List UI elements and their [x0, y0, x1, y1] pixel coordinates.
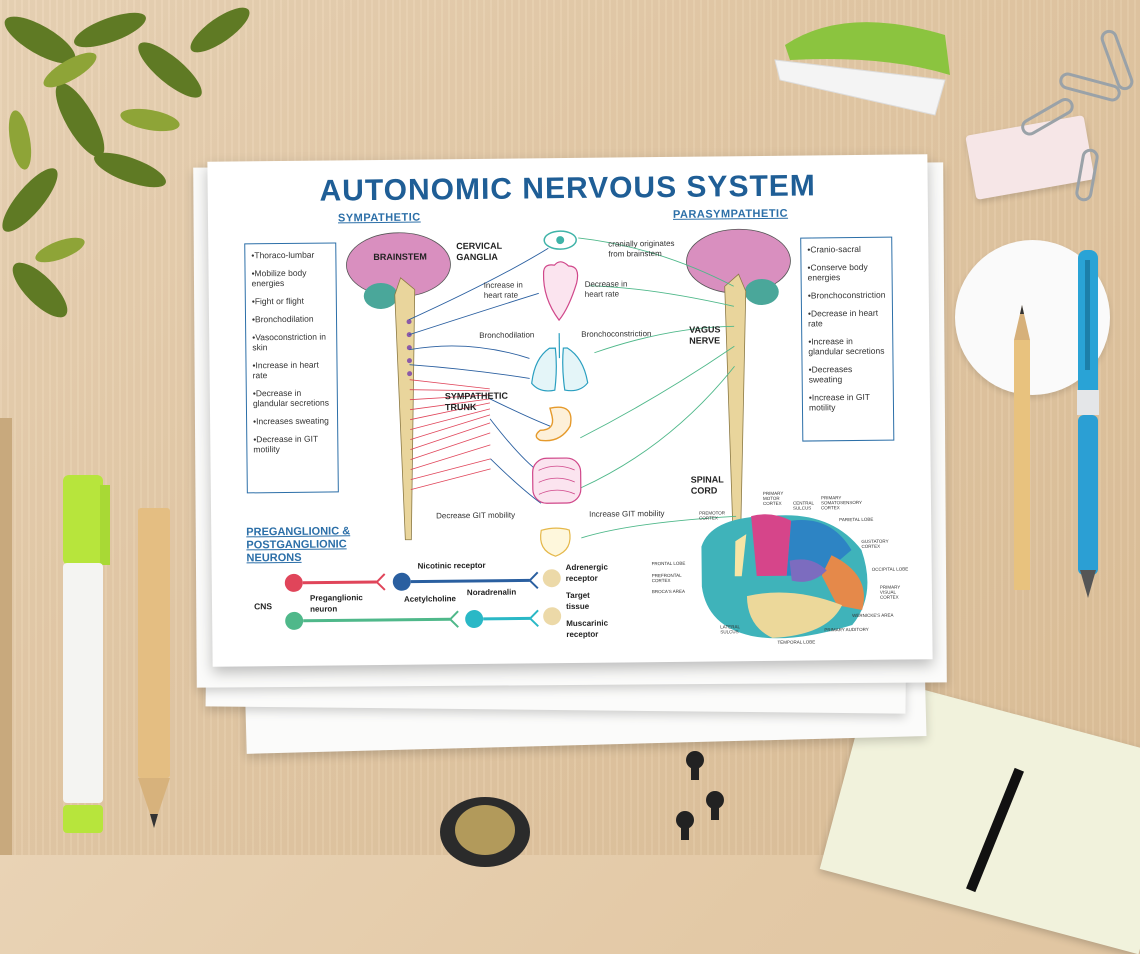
cns-red-neuron [285, 574, 303, 592]
nicotinic-neuron-1 [393, 573, 411, 591]
lungs-icon [531, 333, 588, 391]
label-adrenergic: Adrenergic receptor [566, 561, 621, 584]
label-primary-motor: PRIMARY MOTOR CORTEX [763, 491, 788, 506]
label-frontal: FRONTAL LOBE [652, 561, 692, 566]
nicotinic-neuron-2 [465, 610, 483, 628]
cns-green-neuron [285, 612, 303, 630]
pencil-left [135, 508, 175, 838]
intestine-icon [532, 458, 580, 504]
target-tissue-1 [543, 569, 561, 587]
label-wernicke: WERNICKE'S AREA [852, 613, 897, 618]
right-spinal-cord [725, 274, 749, 546]
label-noradrenalin: Noradrenalin [467, 587, 516, 599]
label-temporal: TEMPORAL LOBE [777, 639, 822, 644]
target-tissue-2 [543, 607, 561, 625]
label-visual: PRIMARY VISUAL CORTEX [880, 584, 910, 599]
label-cervical-ganglia: CERVICAL GANGLIA [456, 241, 516, 264]
label-central-sulcus: CENTRAL SULCUS [793, 500, 818, 510]
bladder-icon [541, 528, 571, 556]
label-preganglionic: Preganglionic neuron [310, 592, 375, 615]
cork-top [455, 805, 515, 855]
label-cranially: cranially originates from brainstem [608, 239, 683, 260]
label-acetylcholine: Acetylcholine [404, 593, 456, 605]
label-somatosensory: PRIMARY SOMATOSENSORY CORTEX [821, 495, 866, 510]
label-premotor: PREMOTOR CORTEX [699, 510, 729, 520]
heart-icon [543, 262, 578, 321]
label-parietal: PARIETAL LOBE [839, 517, 884, 522]
label-nicotinic: Nicotinic receptor [418, 560, 486, 572]
poster: AUTONOMIC NERVOUS SYSTEM SYMPATHETIC PAR… [207, 154, 932, 667]
stomach-icon [536, 407, 571, 441]
pencil-right [1008, 305, 1038, 595]
label-brainstem: BRAINSTEM [373, 251, 427, 263]
neurons-heading: PREGANGLIONIC & POSTGANGLIONIC NEURONS [246, 525, 361, 565]
label-increase-git: Increase GIT mobility [589, 509, 665, 520]
label-sympathetic-trunk: SYMPATHETIC TRUNK [445, 391, 515, 414]
eye-icon [544, 231, 576, 249]
label-vagus-nerve: VAGUS NERVE [689, 324, 731, 346]
label-prefrontal: PREFRONTAL CORTEX [652, 573, 687, 583]
stapler [765, 5, 965, 125]
label-cns: CNS [254, 601, 272, 612]
label-increase-hr: Increase in heart rate [484, 280, 534, 301]
brain-lobes-diagram [701, 513, 868, 639]
label-decrease-hr: Decrease in heart rate [585, 279, 635, 300]
label-decrease-git: Decrease GIT mobility [436, 511, 515, 522]
paper-clips [1000, 20, 1140, 210]
label-target-tissue: Target tissue [566, 590, 606, 612]
push-pins [665, 745, 765, 855]
label-bronchoconstriction: Bronchoconstriction [581, 329, 651, 340]
label-auditory: PRIMARY AUDITORY [824, 627, 874, 633]
label-muscarinic: Muscarinic receptor [566, 617, 621, 640]
label-spinal-cord: SPINAL CORD [691, 474, 731, 496]
label-bronchodilation: Bronchodilation [479, 330, 534, 341]
ruler [0, 418, 12, 855]
label-lateral-sulcus: LATERAL SULCUS [720, 624, 745, 634]
label-occipital: OCCIPITAL LOBE [872, 566, 912, 571]
label-gustatory: GUSTATORY CORTEX [861, 539, 896, 549]
label-broca: BROCA'S AREA [652, 589, 692, 594]
pen [1068, 250, 1108, 600]
highlighter [58, 475, 118, 835]
